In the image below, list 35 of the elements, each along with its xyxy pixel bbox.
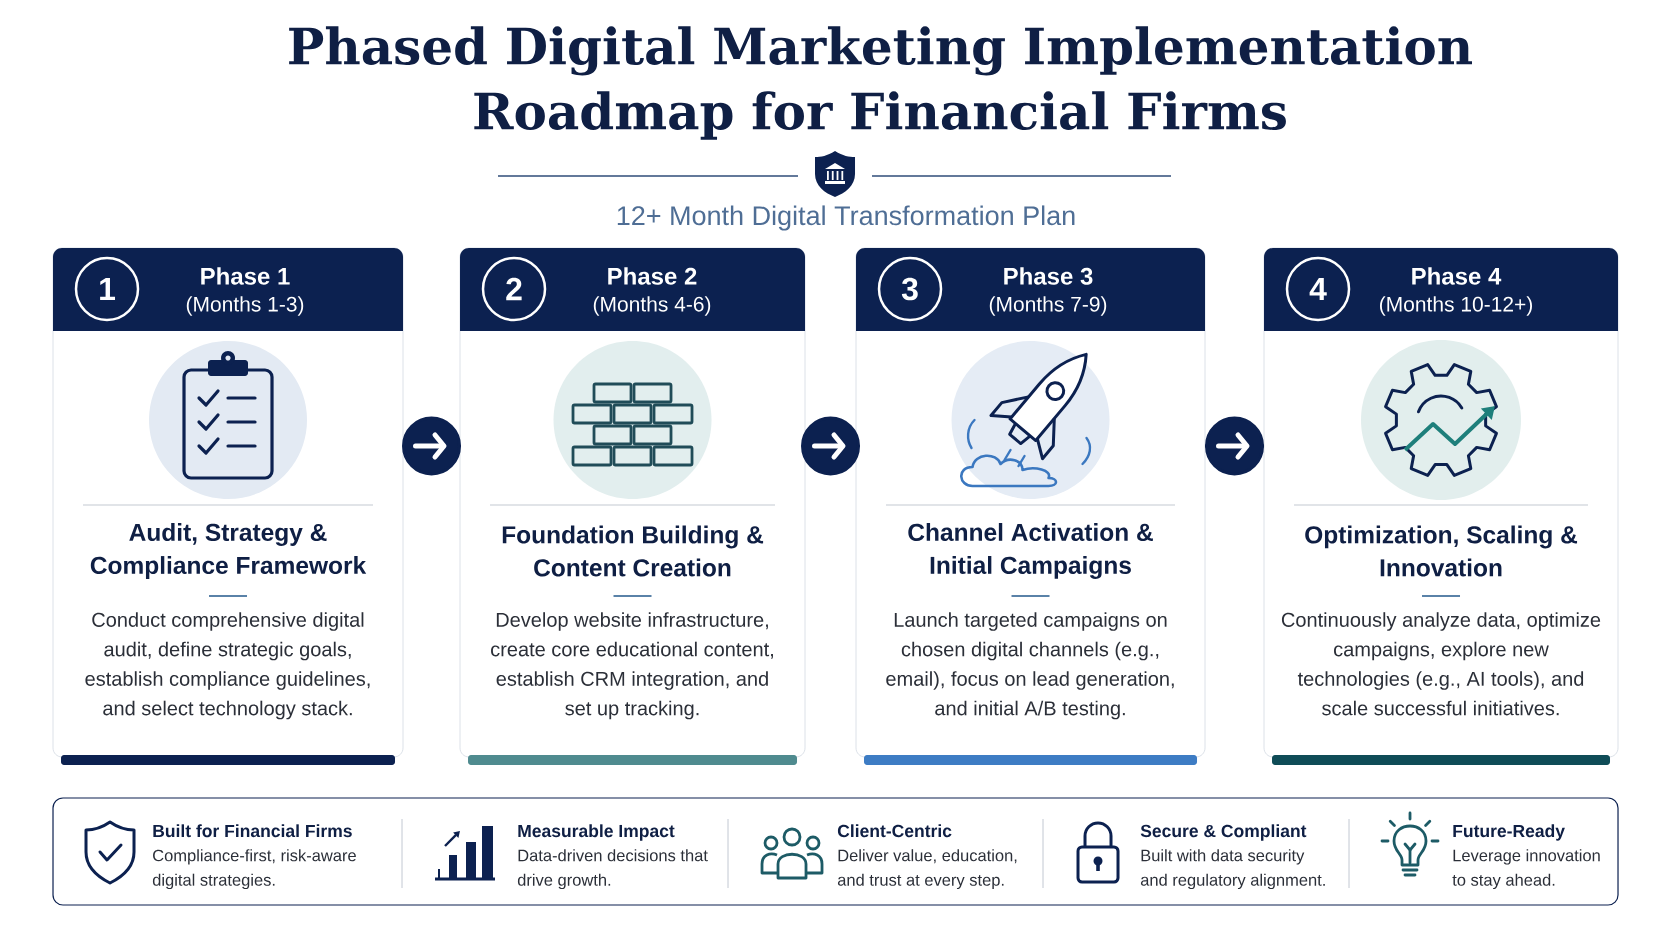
phase-description: Develop website infrastructure, create core educational content, establish CRM integration, and set up tracking. [491,612,773,720]
arrow [402,416,461,476]
feature-text: Built with data security and regulatory alignment. [1140,849,1325,890]
phase-heading: Optimization, Scaling & Innovation [1305,525,1578,577]
arrow [1205,416,1264,476]
feature-heading: Measurable Impact [518,824,675,841]
feature-heading: Future-Ready [1453,824,1565,841]
feature-text: Deliver value, education, and trust at every step. [837,849,1017,890]
phase-months: (Months 7-9) [989,296,1107,316]
phase-heading: Channel Activation & Initial Campaigns [908,523,1153,579]
phase-heading: Audit, Strategy & Compliance Framework [90,523,367,579]
phase-title: Phase 3 [1004,267,1093,285]
phase-months: (Months 10-12+) [1380,296,1532,316]
phase-title: Phase 1 [201,267,290,285]
number-badge: 2 [481,256,547,322]
phase-months: (Months 4-6) [593,296,711,316]
phase-description: Continuously analyze data, optimize campaigns, explore new technologies (e.g., AI tools), and scale successful initiatives. [1281,612,1601,716]
feature-heading: Built for Financial Firms [153,824,352,838]
phase-title: Phase 4 [1412,267,1502,285]
title: Phased Digital Marketing Implementation Roadmap for Financial Firms [289,26,1472,140]
number-badge: 3 [877,256,943,322]
number-badge: 4 [1285,256,1351,322]
phase-description: Conduct comprehensive digital audit, define strategic goals, establish compliance guidelines, and select technology stack. [85,612,370,720]
phase-title: Phase 2 [608,267,697,285]
feature-text: Data-driven decisions that drive growth. [517,849,708,890]
feature-heading: Client-Centric [837,824,952,838]
feature-text: Leverage innovation to stay ahead. [1452,849,1600,890]
phase-heading: Foundation Building & Content Creation [502,525,764,577]
arrow [801,416,860,476]
number-badge: 1 [74,256,140,322]
subtitle: 12+ Month Digital Transformation Plan [617,205,1075,231]
phase-months: (Months 1-3) [186,296,304,316]
feature-text: Compliance-first, risk-aware digital strategies. [152,849,356,890]
feature-heading: Secure & Compliant [1140,824,1307,841]
phase-description: Launch targeted campaigns on chosen digital channels (e.g., email), focus on lead generation, and initial A/B testing. [886,612,1174,720]
